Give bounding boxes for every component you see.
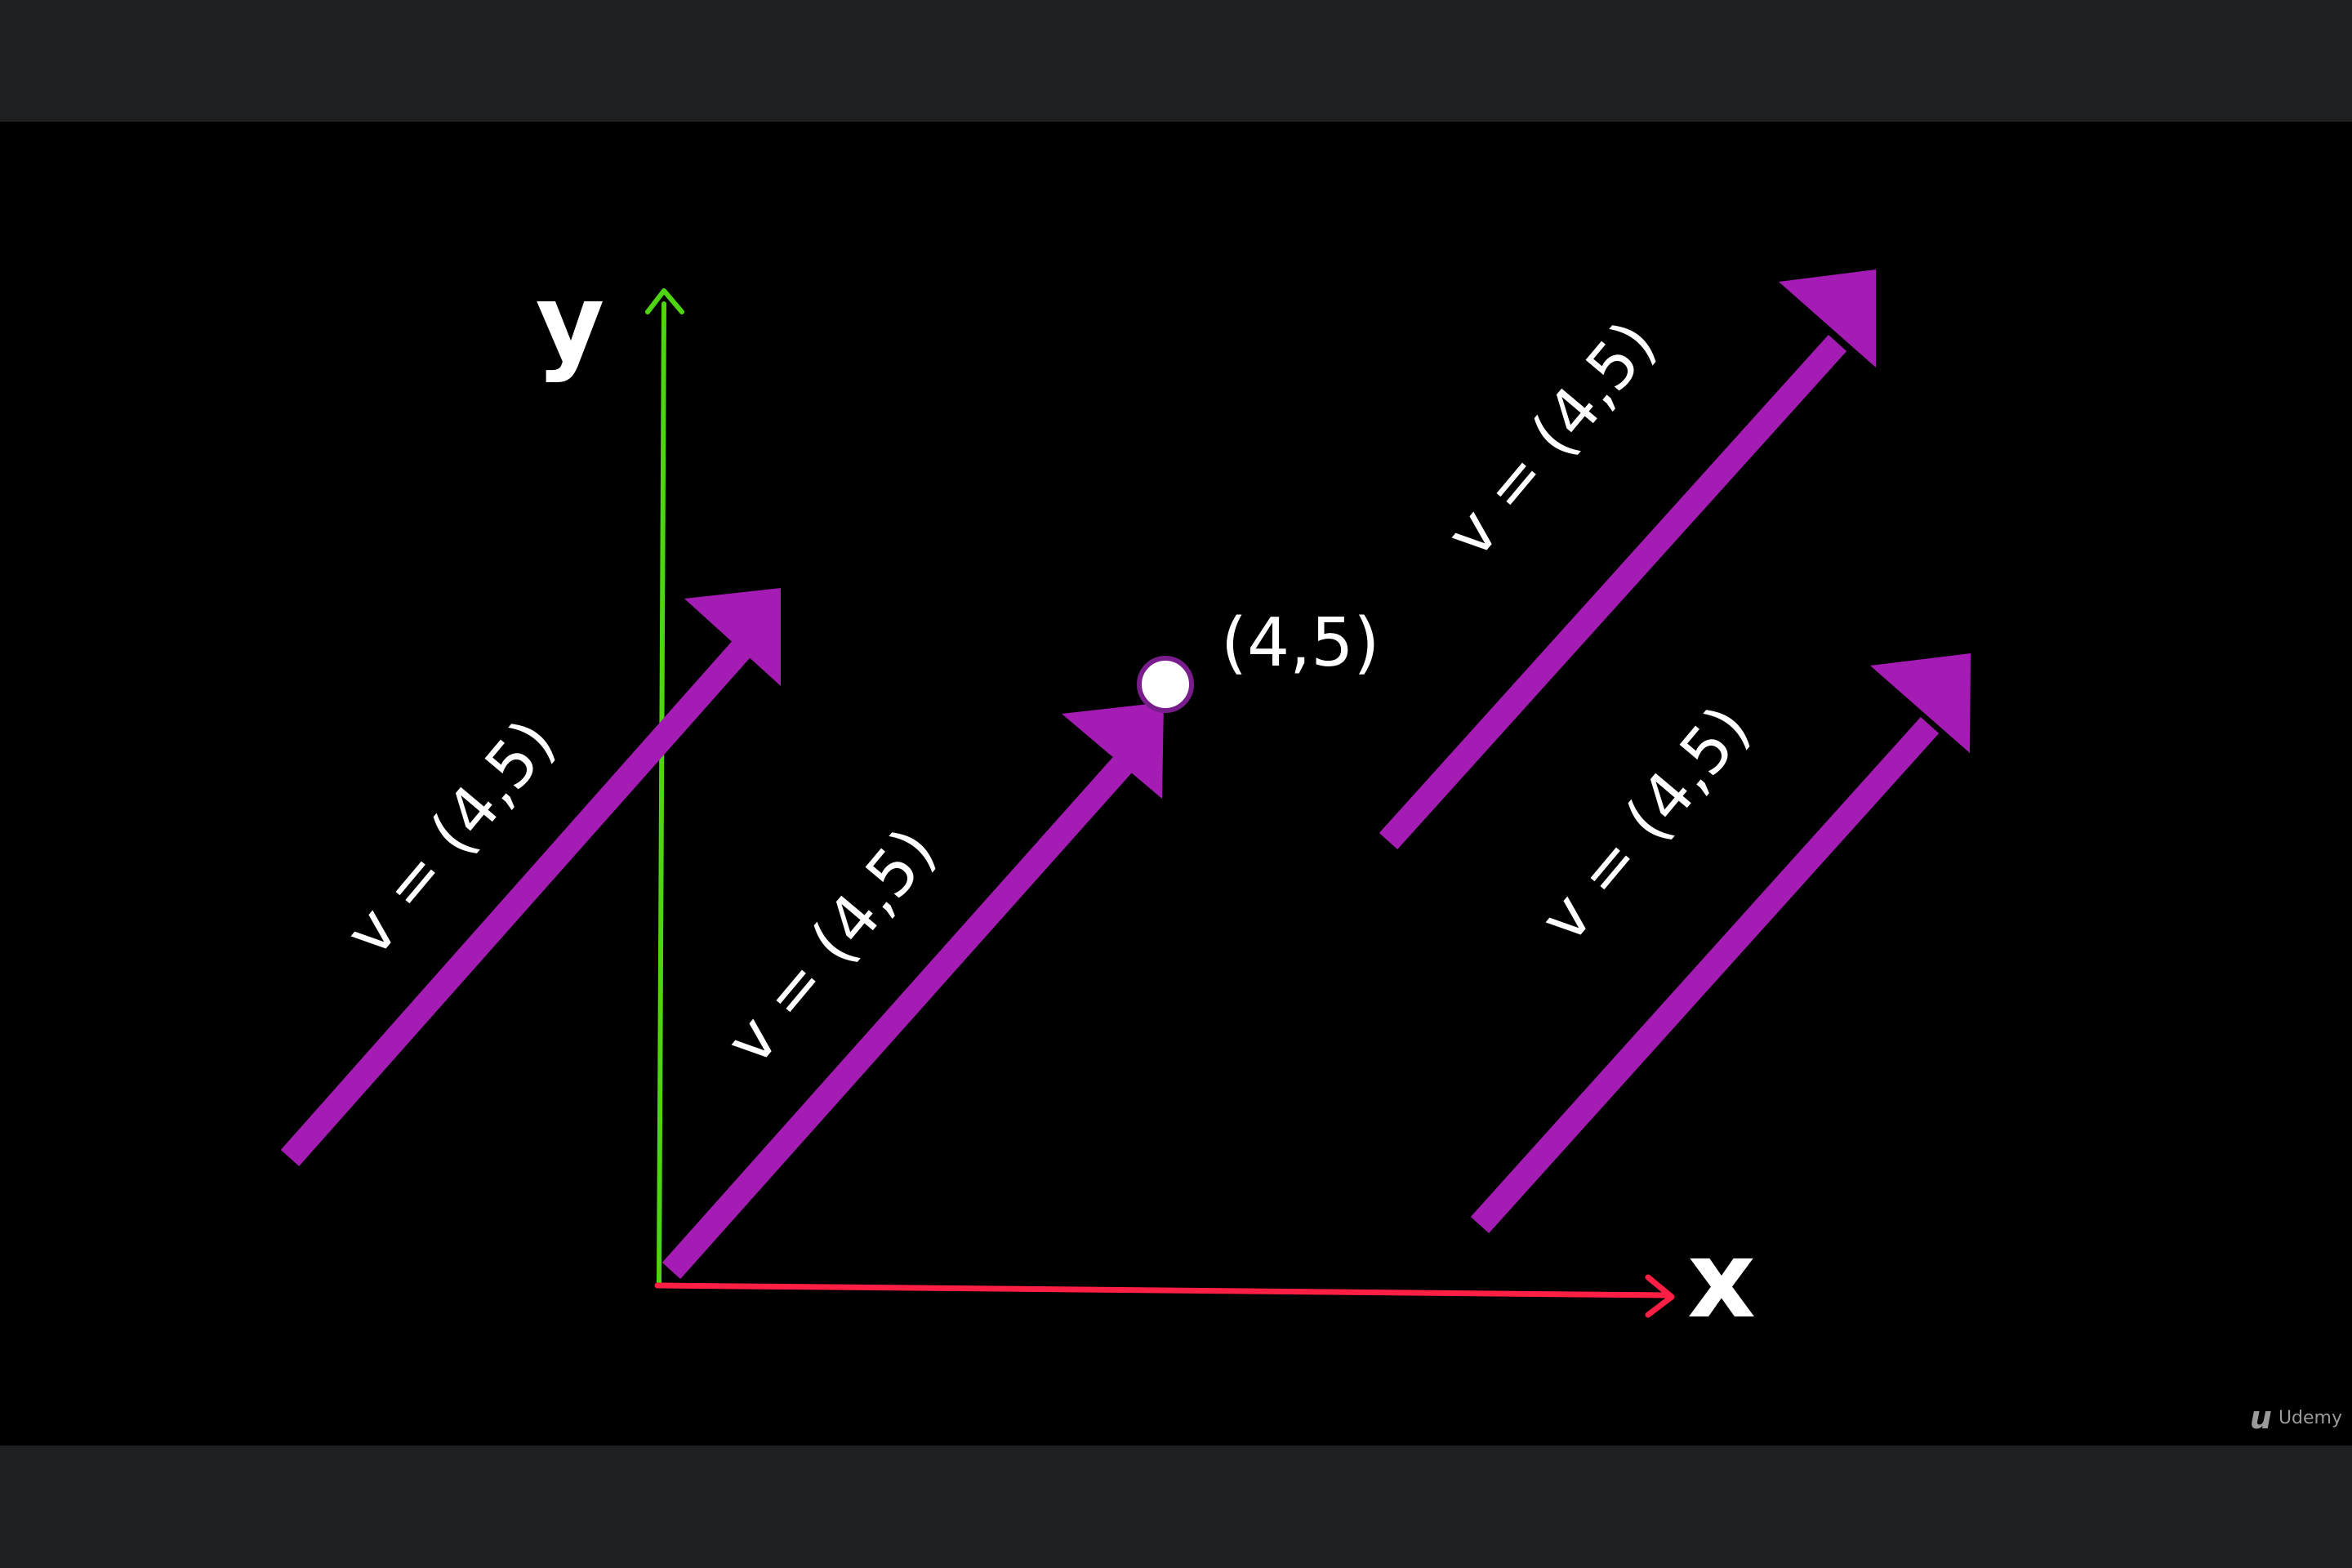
y-axis-label: y [536, 261, 605, 385]
vector-label: v = (4,5) [1526, 693, 1764, 956]
letterbox-top [0, 0, 2352, 122]
vector-label: v = (4,5) [712, 815, 950, 1079]
letterbox-bottom [0, 1446, 2352, 1568]
vector-arrow: v = (4,5) [1379, 270, 1876, 850]
x-axis [654, 1274, 1675, 1318]
x-axis-label: x [1687, 1218, 1756, 1342]
point-label: (4,5) [1221, 604, 1379, 682]
udemy-logo-icon: u [2249, 1400, 2272, 1436]
udemy-watermark: u Udemy [2250, 1400, 2342, 1436]
vector-label: v = (4,5) [332, 706, 569, 970]
watermark-text: Udemy [2278, 1407, 2342, 1428]
y-axis [645, 288, 684, 1286]
vector-arrow: v = (4,5) [1470, 653, 1971, 1234]
vector-label: v = (4,5) [1432, 308, 1670, 572]
video-frame [0, 122, 2352, 1446]
vector-arrow: v = (4,5) [280, 588, 781, 1166]
point-marker [1137, 656, 1194, 713]
vector-arrow: v = (4,5) [662, 702, 1164, 1279]
